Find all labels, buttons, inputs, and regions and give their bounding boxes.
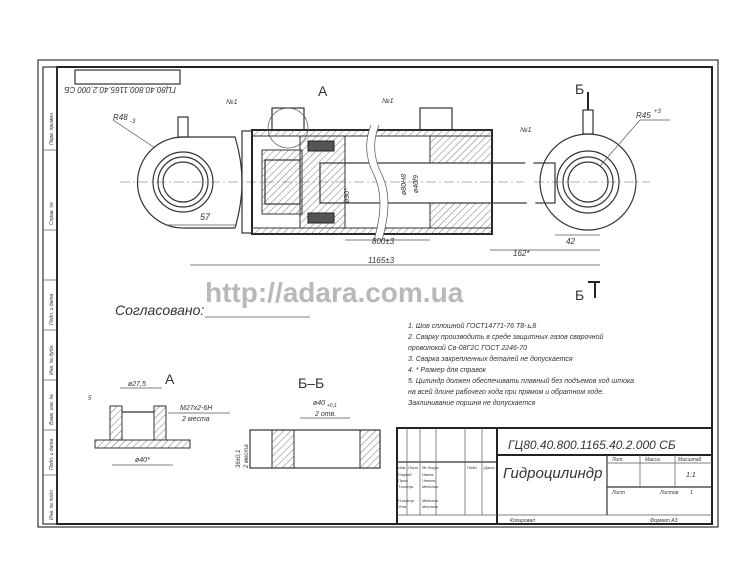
section-b-marker-bottom: Б bbox=[575, 287, 584, 303]
format-label: Формат А3 bbox=[650, 518, 678, 524]
section-b-marker-top: Б bbox=[575, 81, 584, 97]
name-2: Чепель bbox=[422, 478, 436, 483]
section-bb-title: Б–Б bbox=[298, 375, 324, 391]
view-a-marker: А bbox=[318, 83, 328, 99]
port-b bbox=[419, 107, 453, 131]
grease-fitting-left bbox=[177, 116, 189, 138]
dim-rod: ø40f9 bbox=[413, 175, 420, 193]
note-2: 2. Сварку производить в среде защитных г… bbox=[407, 333, 603, 341]
weld-mark-3: №1 bbox=[520, 127, 532, 134]
side-stamp-strip: Перв. примен. Справ. № Подп. и дата Инв.… bbox=[42, 66, 58, 525]
weld-mark-1: №1 bbox=[226, 99, 238, 106]
section-bb-view bbox=[249, 417, 381, 469]
note-5c: Заклинивание поршня не допускается bbox=[408, 399, 536, 407]
detail-a-depth: 5 bbox=[88, 396, 92, 402]
note-5: 5. Цилиндр должен обеспечивать плавный б… bbox=[408, 377, 634, 385]
dim-r-left: R48 bbox=[113, 113, 128, 122]
scale-value: 1:1 bbox=[686, 472, 696, 479]
detail-a-thread: М27х2-6Н bbox=[180, 405, 213, 412]
detail-a-view bbox=[94, 387, 230, 466]
gland-bottom bbox=[429, 202, 493, 229]
dim-800: 800±3 bbox=[372, 237, 395, 246]
name-1: Ивлев bbox=[422, 472, 433, 477]
detail-a-d-bottom: ø40* bbox=[135, 457, 150, 464]
role-4: Н.контр. bbox=[398, 498, 415, 503]
dim-42: 42 bbox=[566, 237, 575, 246]
hydraulic-cylinder-view bbox=[112, 92, 670, 266]
stamp-5: Взам. инв. № bbox=[49, 393, 55, 425]
stamp-3: Подп. и дата bbox=[49, 293, 55, 325]
role-5: Утв. bbox=[398, 504, 407, 509]
bb-width: 36±0,1 bbox=[236, 450, 242, 468]
copied-label: Копировал bbox=[510, 518, 535, 524]
rotated-designation: ГЦ80.40.800.1165.40.2.000 СБ bbox=[64, 85, 176, 94]
col-scale: Масштаб bbox=[678, 457, 702, 463]
note-5b: на всей длине рабочего хода при прямом и… bbox=[408, 388, 604, 396]
bb-d-hole: ø40 bbox=[313, 400, 325, 407]
sheets-count: 1 bbox=[690, 490, 693, 496]
hdr-izm: Изм. bbox=[398, 465, 407, 470]
signature-header: Изм. Лист № докум. Подп. Дата bbox=[398, 465, 495, 470]
hdr-doc: № докум. bbox=[422, 465, 440, 470]
weld-mark-2: №1 bbox=[382, 98, 394, 105]
bb-hole-note: 2 отв. bbox=[314, 411, 336, 418]
stamp-7: Инв. № подл. bbox=[49, 489, 55, 520]
stamp-1: Перв. примен. bbox=[49, 112, 55, 145]
hdr-sign: Подп. bbox=[467, 465, 478, 470]
stamp-2: Справ. № bbox=[49, 202, 55, 225]
detail-a-thread-note: 2 места bbox=[181, 416, 210, 423]
dim-bore: ø80Н8 bbox=[401, 174, 408, 195]
dim-piston: ø90* bbox=[344, 188, 351, 203]
stamp-6: Подп. и дата bbox=[49, 438, 55, 470]
role-3: Т.контр. bbox=[398, 484, 414, 489]
role-2: Пров. bbox=[398, 478, 409, 483]
stamp-4: Инв. № дубл. bbox=[49, 344, 55, 375]
dim-1165: 1165±3 bbox=[368, 256, 395, 265]
dim-r-left-tol: -3 bbox=[130, 119, 136, 125]
name-3: Мельник bbox=[422, 484, 439, 489]
role-1: Разраб. bbox=[398, 472, 412, 477]
name-5: Мотнюк bbox=[422, 504, 439, 509]
watermark: http://adara.com.ua bbox=[205, 277, 464, 308]
product-name: Гидроцилиндр bbox=[503, 465, 602, 482]
note-3: 3. Сварка закрепленных деталей не допуск… bbox=[408, 355, 573, 363]
piston-rod bbox=[319, 162, 556, 204]
bb-d-hole-tol: +0,1 bbox=[327, 403, 337, 409]
detail-a-circle bbox=[267, 107, 309, 149]
sheet-label: Лист bbox=[611, 490, 625, 496]
signature-rows: Разраб. Ивлев Пров. Чепель Т.контр. Мель… bbox=[398, 472, 439, 509]
designation: ГЦ80.40.800.1165.40.2.000 СБ bbox=[508, 438, 676, 452]
note-4: 4. * Размер для справок bbox=[408, 366, 487, 374]
technical-notes: 1. Шов сплошной ГОСТ14771-76 Т8-⊾8 2. Св… bbox=[407, 322, 634, 407]
detail-a-title: А bbox=[165, 371, 175, 387]
approved-label: Согласовано: bbox=[115, 302, 204, 318]
detail-a-d-top: ø27,5 bbox=[128, 381, 146, 388]
col-mass: Масса bbox=[645, 457, 660, 463]
gland-top bbox=[429, 135, 493, 164]
hdr-list: Лист bbox=[407, 465, 419, 470]
grease-fitting-right bbox=[582, 109, 594, 135]
dim-57: 57 bbox=[200, 212, 211, 222]
sheets-label: Листов bbox=[659, 490, 679, 496]
col-lit: Лит. bbox=[611, 457, 624, 463]
bb-width-note: 2 места bbox=[244, 444, 250, 469]
outer-frame bbox=[37, 59, 719, 528]
title-block bbox=[396, 427, 713, 525]
note-1: 1. Шов сплошной ГОСТ14771-76 Т8-⊾8 bbox=[408, 322, 536, 330]
dim-162: 162* bbox=[513, 249, 530, 258]
name-4: Мельник bbox=[422, 498, 439, 503]
designation-box bbox=[74, 69, 181, 85]
hdr-date: Дата bbox=[483, 465, 495, 470]
note-2b: проволокой Св-08Г2С ГОСТ 2246-70 bbox=[408, 344, 527, 352]
dim-r-right: R45 bbox=[636, 111, 651, 120]
dim-r-right-tol: +3 bbox=[654, 109, 662, 115]
